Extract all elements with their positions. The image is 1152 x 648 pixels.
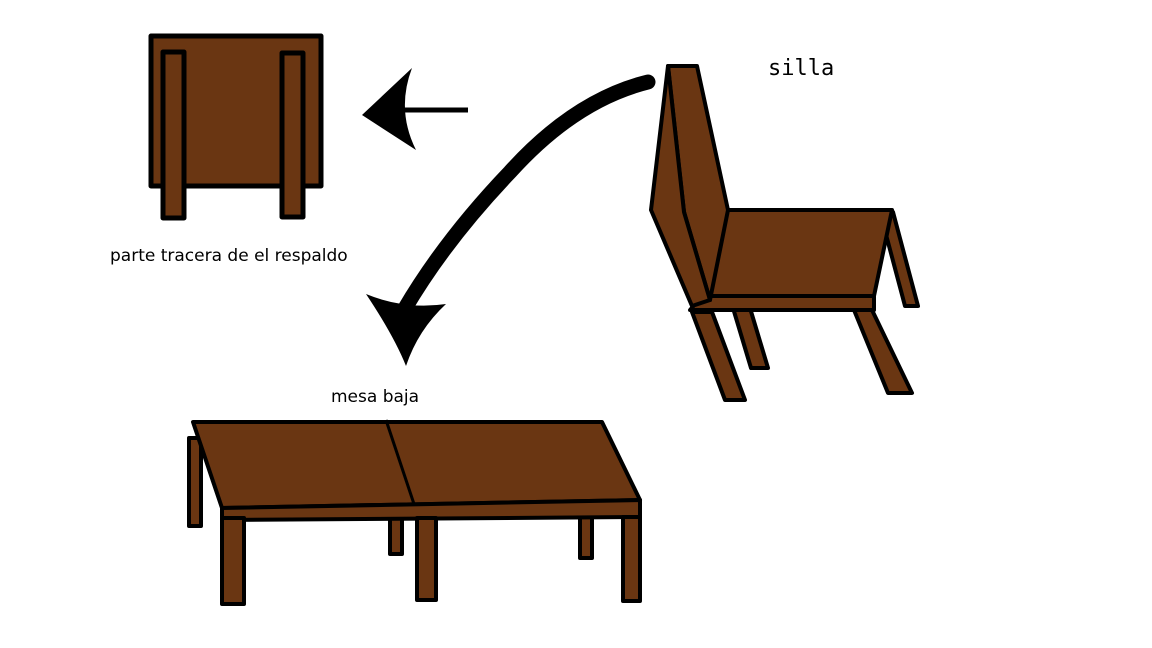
chair-back-left-post [160,49,187,221]
table-front-leg-mid [415,516,438,602]
chair-backrest-side [649,64,712,308]
table-front-leg-left [220,516,246,606]
table-top [191,420,642,510]
chair-back-drawing [148,33,324,221]
table-back-leg-left [187,436,203,528]
table-seam [384,419,416,505]
chair-back-right-post [279,50,306,220]
chair-seat-top [700,208,894,298]
chair-drawing [649,64,920,402]
chair-label: silla [768,56,835,81]
table-front-leg-right [621,515,642,603]
left-arrow-icon [362,68,468,150]
low-table-drawing [187,419,642,606]
chair-seat-front [688,294,876,312]
curved-arrow-icon [366,74,656,366]
chair-rear-leg-left [690,310,747,402]
chair-back-label: parte tracera de el respaldo [110,246,348,266]
chair-front-leg-left [852,308,914,395]
low-table-label: mesa baja [331,387,420,407]
chair-rear-leg-right [731,306,770,370]
